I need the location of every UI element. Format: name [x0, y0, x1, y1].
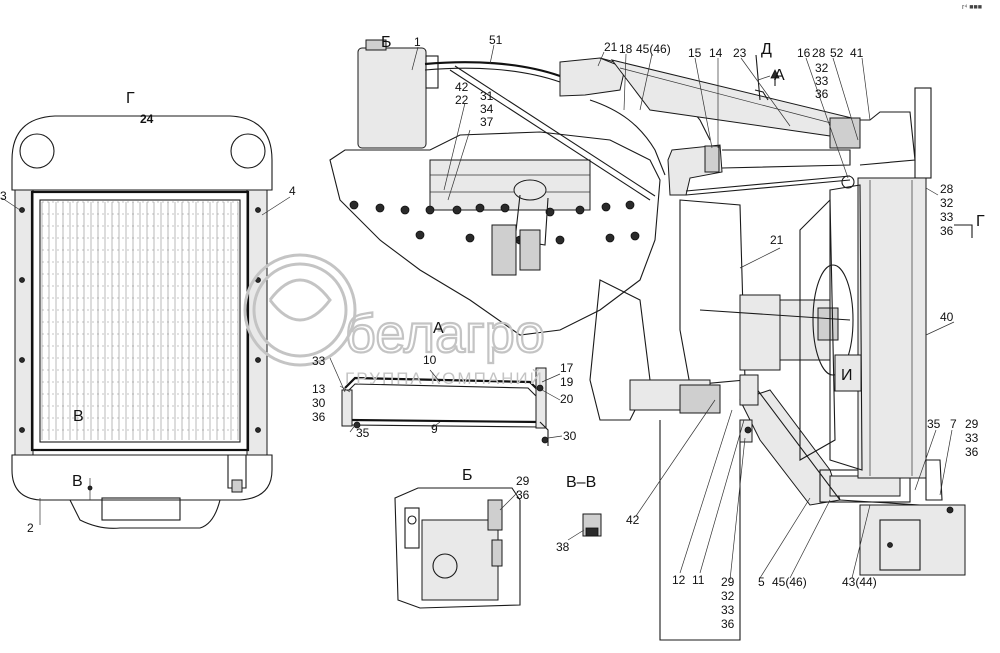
part-label: 5 [758, 575, 765, 589]
part-label: 36 [965, 445, 979, 459]
part-label: 36 [940, 224, 954, 238]
part-label: 11 [692, 573, 705, 587]
corner-mark: r⁴ ■■■ [962, 4, 982, 11]
view-letter-A: А [433, 320, 444, 337]
view-letter-VV: В–В [566, 474, 596, 491]
part-label: 3 [0, 189, 7, 203]
view-letter-I: И [841, 367, 853, 384]
part-label: 33 [721, 603, 735, 617]
part-label: 4 [289, 184, 296, 198]
part-label: 14 [709, 46, 723, 60]
part-label: 42 [626, 513, 640, 527]
part-label: 28 [812, 46, 826, 60]
view-letter-V-bottom: В [72, 473, 83, 490]
part-label: 19 [560, 375, 574, 389]
part-label: 37 [480, 115, 494, 129]
detail-VV [582, 513, 602, 537]
watermark-name: белагро [345, 304, 545, 364]
part-labels: 24 4 2 3 1 51 21 18 45(46) 15 14 23 16 2… [0, 33, 979, 631]
part-label: 30 [563, 429, 577, 443]
part-label: 36 [516, 488, 530, 502]
part-label: 33 [815, 74, 829, 88]
part-label: 34 [480, 102, 494, 116]
part-label: 38 [556, 540, 570, 554]
part-label: 20 [560, 392, 574, 406]
part-label: 10 [423, 353, 437, 367]
part-label: 24 [140, 112, 154, 126]
detail-B [394, 487, 521, 609]
part-label: 36 [721, 617, 735, 631]
part-label: 1 [414, 35, 421, 49]
part-label: 45(46) [772, 575, 807, 589]
part-label: 33 [312, 354, 326, 368]
part-label: 52 [830, 46, 844, 60]
part-label: 29 [721, 575, 735, 589]
part-label: 32 [940, 196, 954, 210]
part-label: 32 [815, 61, 829, 75]
part-label: 9 [431, 422, 438, 436]
view-letter-G-top: Г [126, 90, 135, 107]
watermark-subtitle: ГРУППА КОМПАНИЙ [345, 369, 544, 388]
view-letter-A-sub: A [774, 67, 785, 84]
view-letter-B: Б [381, 34, 392, 51]
engine-main-view [329, 39, 973, 641]
part-label: 23 [733, 46, 747, 60]
part-label: 42 [455, 80, 469, 94]
part-label: 45(46) [636, 42, 671, 56]
part-label: 18 [619, 42, 633, 56]
view-letter-V-grille: В [73, 408, 84, 425]
part-label: 36 [815, 87, 829, 101]
part-label: 29 [516, 474, 530, 488]
part-label: 31 [480, 89, 494, 103]
watermark-logo [243, 253, 357, 367]
part-label: 2 [27, 521, 34, 535]
part-label: 33 [940, 210, 954, 224]
view-letter-G-right: Г [976, 213, 985, 230]
part-label: 40 [940, 310, 954, 324]
part-label: 15 [688, 46, 702, 60]
part-label: 33 [965, 431, 979, 445]
part-label: 41 [850, 46, 864, 60]
part-label: 21 [604, 40, 618, 54]
leader-lines [329, 44, 955, 581]
part-label: 32 [721, 589, 735, 603]
view-letter-B-detail: Б [462, 467, 473, 484]
view-letter-D: Д [761, 41, 772, 58]
part-label: 51 [489, 33, 503, 47]
part-label: 13 [312, 382, 326, 396]
part-label: 17 [560, 361, 574, 375]
part-label: 21 [770, 233, 784, 247]
part-label: 35 [927, 417, 941, 431]
part-label: 29 [965, 417, 979, 431]
part-label: 30 [312, 396, 326, 410]
radiator-core-grid [41, 201, 239, 440]
part-label: 43(44) [842, 575, 877, 589]
part-label: 36 [312, 410, 326, 424]
part-label: 22 [455, 93, 469, 107]
part-label: 7 [950, 417, 957, 431]
part-label: 35 [356, 426, 370, 440]
radiator-view [1, 115, 291, 529]
part-label: 28 [940, 182, 954, 196]
part-label: 16 [797, 46, 811, 60]
part-label: 12 [672, 573, 686, 587]
